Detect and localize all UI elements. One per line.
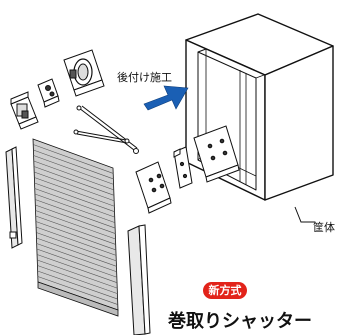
shutter-slat-line (37, 276, 118, 305)
shutter-slat-line (35, 221, 116, 251)
end-cap-bracket-left (10, 91, 39, 130)
shutter-slat-line (34, 193, 116, 223)
mounting-plate-right (193, 125, 240, 183)
shutter-slat-line (36, 248, 117, 278)
product-title: 巻取りシャッター (168, 311, 312, 332)
shutter-slat-line (35, 226, 117, 256)
shutter-slat-line (36, 254, 118, 283)
shutter-curtain (32, 138, 119, 317)
shutter-slat-line (33, 160, 114, 191)
shutter-slat-line (34, 182, 115, 212)
shutter-slats (33, 144, 118, 305)
shutter-slat-line (37, 259, 118, 289)
shutter-slat-line (36, 237, 117, 267)
shutter-slat-line (33, 155, 114, 185)
shutter-slat-line (33, 144, 114, 174)
shutter-slat-line (35, 199, 116, 229)
end-cap-bracket-right (63, 49, 105, 97)
shutter-slat-line (34, 171, 115, 202)
mounting-plate-left (135, 161, 172, 214)
cross-tie-rods (73, 105, 139, 154)
case-label: 筐体 (313, 221, 335, 234)
case-leader-line (294, 206, 315, 223)
shutter-slat-line (35, 210, 116, 240)
shutter-slat-line (37, 270, 118, 300)
shutter-slat-line (36, 232, 117, 262)
shutter-slat-line (34, 177, 115, 207)
shutter-slat-line (37, 265, 118, 294)
shutter-slat-line (33, 166, 115, 196)
shutter-slat-line (35, 215, 116, 245)
guide-rail-left (5, 146, 23, 249)
shutter-slat-line (33, 149, 114, 180)
retrofit-label: 後付け施工 (117, 71, 172, 84)
end-cap-bracket-middle (37, 78, 60, 108)
mounting-bracket-u (173, 146, 193, 189)
blue-insertion-arrow-icon (143, 85, 189, 111)
shutter-slat-line (35, 204, 116, 234)
guide-rail-right (127, 224, 151, 335)
shutter-slat-line (34, 188, 115, 218)
shutter-slat-line (36, 243, 117, 273)
new-method-badge: 新方式 (203, 282, 247, 299)
